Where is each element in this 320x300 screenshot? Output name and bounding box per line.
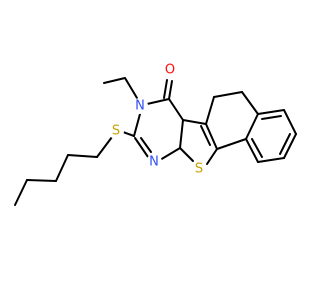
bond-benz-5-inner [251, 138, 263, 158]
bond-benz-1 [257, 109, 285, 115]
thiophene-sulfur-atom: S [191, 161, 207, 177]
bond-c-o-2 [163, 79, 168, 99]
bond-c9a-c5a [205, 123, 218, 150]
bond-n3-c2 [133, 113, 141, 137]
bond-c2-n1 [134, 137, 149, 158]
bond-benz-5 [245, 138, 259, 163]
bond-benz-1-inner [261, 115, 282, 120]
bond-c5a-c4a [182, 119, 207, 125]
bond-benz-3 [283, 133, 297, 159]
bond-c8a-s [179, 147, 194, 162]
molecule-structure: O N N S S [14, 62, 297, 206]
oxygen-label: O [165, 63, 175, 78]
atom-labels: O N N S S [108, 62, 207, 177]
bond-s-c9a [206, 148, 218, 165]
thioether-sulfur-label: S [112, 124, 120, 139]
bond-c9a-c5a-inner [200, 125, 211, 146]
bond-benz-2 [283, 109, 297, 135]
bond-c2-s [122, 131, 135, 137]
bond-c8b-c9a [216, 138, 247, 150]
thiophene-sulfur-label: S [195, 162, 203, 177]
bond-c8a-c4a [179, 119, 184, 149]
bond-c2-n1-inner [140, 137, 152, 153]
bond-s-hexyl-1 [96, 136, 113, 158]
bonds [14, 77, 297, 206]
bond-c-o-1 [168, 80, 173, 100]
bond-c4a-c4 [168, 98, 184, 121]
oxygen-atom: O [162, 62, 178, 78]
imide-nitrogen-atom: N [132, 98, 148, 114]
thioether-sulfur-atom: S [108, 123, 124, 139]
imide-nitrogen-label: N [135, 99, 145, 114]
bond-n1-c8a [159, 147, 181, 161]
bond-hexyl-2 [67, 154, 98, 158]
bond-ch2a-ch2b [213, 91, 243, 98]
bond-c5a-ch2a [205, 96, 215, 125]
molecule-canvas: O N N S S [14, 62, 297, 206]
bond-benz-3-inner [279, 133, 291, 155]
ring-nitrogen-label: N [149, 155, 159, 170]
bond-n-ethyl-2 [103, 77, 126, 84]
bond-c4b-c8b [245, 113, 259, 140]
bond-c4-n3 [146, 98, 170, 105]
bond-ch2b-c4b [241, 91, 259, 115]
ring-nitrogen-atom: N [146, 154, 162, 170]
bond-hexyl-3 [55, 154, 69, 182]
bond-n-ethyl-1 [124, 77, 138, 99]
bond-hexyl-5 [14, 179, 28, 206]
bond-benz-4 [257, 157, 285, 163]
bond-hexyl-4 [26, 179, 57, 182]
